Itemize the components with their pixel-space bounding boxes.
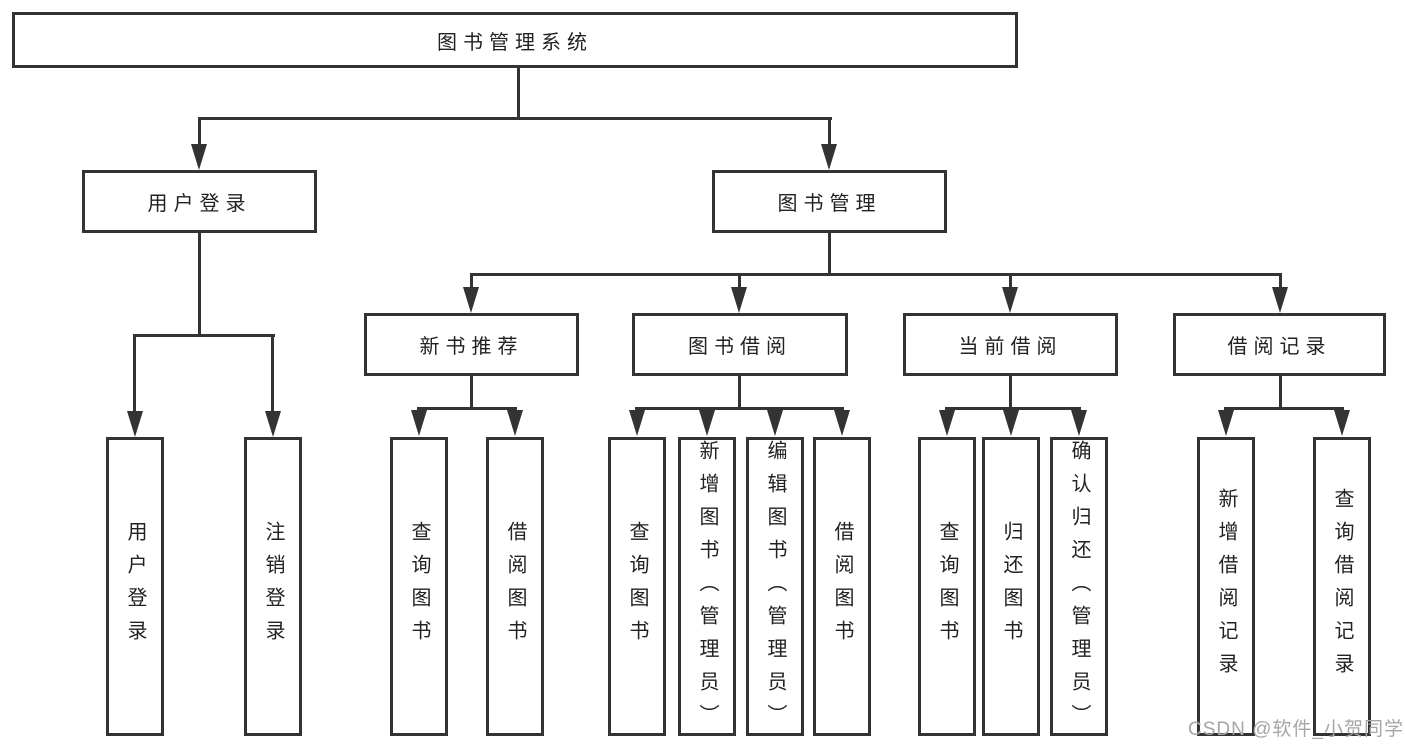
arrow-down-icon xyxy=(127,411,143,437)
node-book-management-label: 图书管理 xyxy=(777,193,882,215)
node-borrow-record: 借阅记录 xyxy=(1173,313,1386,376)
leaf-newbook-query: 查询图书 xyxy=(390,437,448,736)
arrow-down-icon xyxy=(1218,410,1234,436)
arrow-down-icon xyxy=(1334,410,1350,436)
node-new-book-recommend: 新书推荐 xyxy=(364,313,579,376)
leaf-newbook-borrow-label: 借阅图书 xyxy=(504,520,526,653)
leaf-logout: 注销登录 xyxy=(244,437,302,736)
connector-l3-stem xyxy=(738,376,741,410)
leaf-record-query-label: 查询借阅记录 xyxy=(1331,487,1353,686)
connector-drop-level3 xyxy=(738,273,741,289)
arrow-down-icon xyxy=(507,410,523,436)
leaf-current-query: 查询图书 xyxy=(918,437,976,736)
leaf-current-return: 归还图书 xyxy=(982,437,1040,736)
arrow-down-icon xyxy=(1071,410,1087,436)
node-current-borrow-label: 当前借阅 xyxy=(958,336,1063,358)
watermark: CSDN @软件_小贺同学 xyxy=(1188,719,1404,740)
connector-l3-bus xyxy=(945,407,1081,410)
connector-user-login-bus xyxy=(133,334,275,337)
leaf-borrow-query-label: 查询图书 xyxy=(626,520,648,653)
leaf-newbook-borrow: 借阅图书 xyxy=(486,437,544,736)
leaf-record-add-label: 新增借阅记录 xyxy=(1215,487,1237,686)
leaf-current-confirm-admin-label: 确认归还（管理员） xyxy=(1068,440,1090,737)
connector-user-login-stem xyxy=(198,233,201,335)
arrow-down-icon xyxy=(1002,287,1018,313)
arrow-down-icon xyxy=(731,287,747,313)
node-user-login-label: 用户登录 xyxy=(147,193,252,215)
node-user-login: 用户登录 xyxy=(82,170,317,233)
node-root: 图书管理系统 xyxy=(12,12,1018,68)
node-new-book-recommend-label: 新书推荐 xyxy=(419,336,524,358)
leaf-record-query: 查询借阅记录 xyxy=(1313,437,1371,736)
connector-root-stem xyxy=(517,68,520,118)
arrow-down-icon xyxy=(1003,410,1019,436)
connector-book-mgmt-stem xyxy=(828,233,831,276)
arrow-down-icon xyxy=(411,410,427,436)
connector-level2-bus xyxy=(470,273,1282,276)
leaf-borrow-borrow: 借阅图书 xyxy=(813,437,871,736)
arrow-down-icon xyxy=(265,411,281,437)
arrow-down-icon xyxy=(1272,287,1288,313)
leaf-newbook-query-label: 查询图书 xyxy=(408,520,430,653)
arrow-down-icon xyxy=(834,410,850,436)
connector-drop-book-mgmt xyxy=(828,117,831,146)
node-borrow-record-label: 借阅记录 xyxy=(1227,336,1332,358)
leaf-current-query-label: 查询图书 xyxy=(936,520,958,653)
connector-l3-stem xyxy=(470,376,473,410)
arrow-down-icon xyxy=(821,144,837,170)
node-book-borrow: 图书借阅 xyxy=(632,313,848,376)
connector-level1-bus xyxy=(198,117,832,120)
leaf-current-confirm-admin: 确认归还（管理员） xyxy=(1050,437,1108,737)
node-current-borrow: 当前借阅 xyxy=(903,313,1118,376)
leaf-record-add: 新增借阅记录 xyxy=(1197,437,1255,736)
arrow-down-icon xyxy=(191,144,207,170)
node-book-management: 图书管理 xyxy=(712,170,947,233)
connector-drop-user-login xyxy=(198,117,201,146)
connector-drop-leaf xyxy=(133,334,136,411)
leaf-borrow-edit-admin: 编辑图书（管理员） xyxy=(746,437,804,737)
connector-drop-level3 xyxy=(470,273,473,289)
arrow-down-icon xyxy=(767,410,783,436)
leaf-borrow-edit-admin-label: 编辑图书（管理员） xyxy=(764,440,786,737)
connector-l3-bus xyxy=(635,407,844,410)
leaf-current-return-label: 归还图书 xyxy=(1000,520,1022,653)
connector-l3-bus xyxy=(1224,407,1344,410)
leaf-borrow-query: 查询图书 xyxy=(608,437,666,736)
connector-drop-level3 xyxy=(1279,273,1282,289)
arrow-down-icon xyxy=(629,410,645,436)
leaf-user-login: 用户登录 xyxy=(106,437,164,736)
connector-l3-stem xyxy=(1279,376,1282,410)
node-book-borrow-label: 图书借阅 xyxy=(688,336,792,358)
connector-l3-bus xyxy=(417,407,517,410)
leaf-borrow-add-admin: 新增图书（管理员） xyxy=(678,437,736,737)
leaf-user-login-label: 用户登录 xyxy=(124,520,146,653)
arrow-down-icon xyxy=(463,287,479,313)
connector-drop-leaf xyxy=(271,334,274,411)
leaf-borrow-add-admin-label: 新增图书（管理员） xyxy=(696,440,718,737)
leaf-logout-label: 注销登录 xyxy=(262,520,284,653)
node-root-label: 图书管理系统 xyxy=(437,31,593,54)
arrow-down-icon xyxy=(699,410,715,436)
connector-drop-level3 xyxy=(1009,273,1012,289)
arrow-down-icon xyxy=(939,410,955,436)
leaf-borrow-borrow-label: 借阅图书 xyxy=(831,520,853,653)
connector-l3-stem xyxy=(1009,376,1012,410)
